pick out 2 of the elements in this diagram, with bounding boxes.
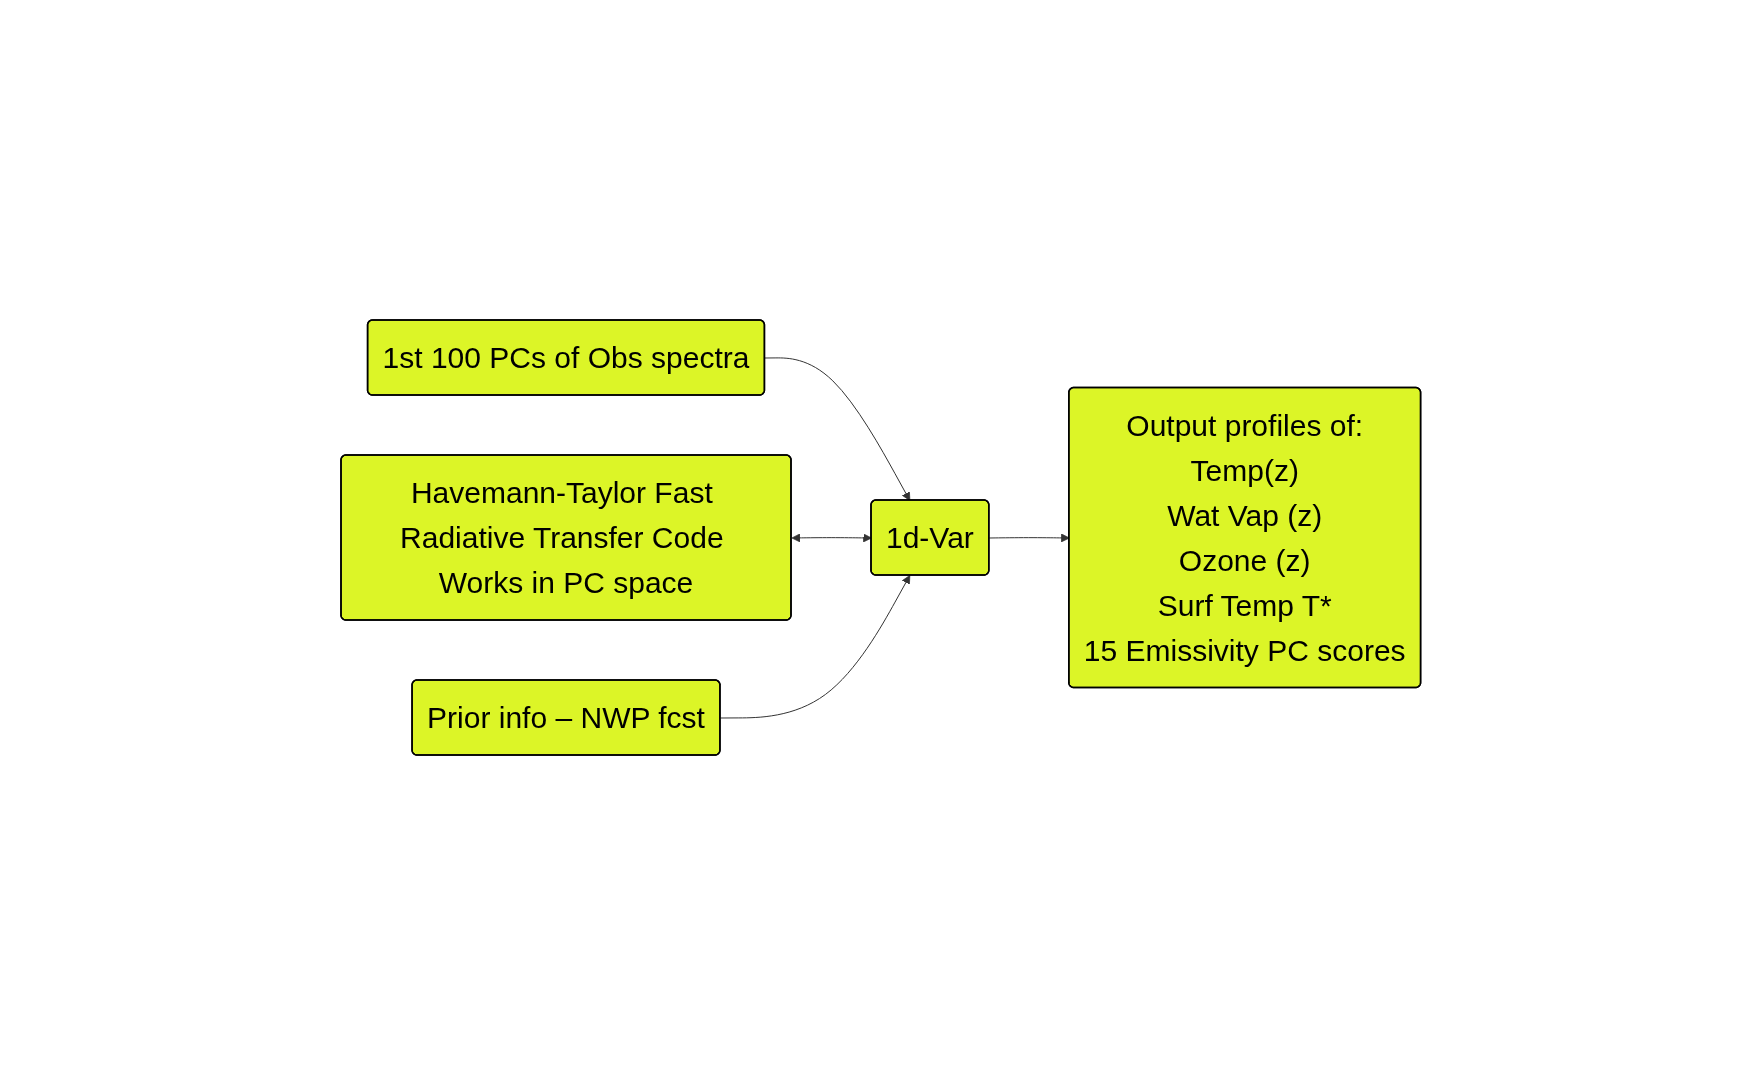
arrow: [764, 356, 910, 501]
arrow: [719, 574, 910, 718]
